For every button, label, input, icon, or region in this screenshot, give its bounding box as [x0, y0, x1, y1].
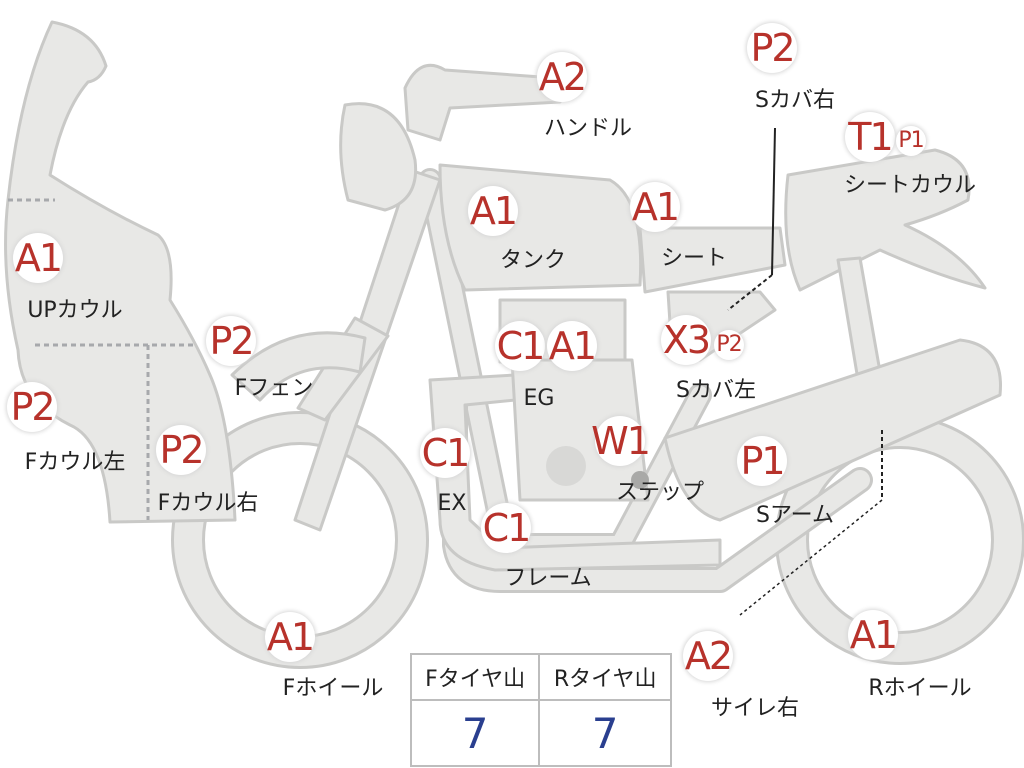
handlebar [403, 64, 562, 142]
part-label: EG [523, 386, 555, 411]
leader-line [727, 274, 773, 311]
front-tire-value: 7 [409, 699, 541, 767]
part-label: サイレ右 [710, 696, 800, 721]
part-label: Fカウル右 [157, 491, 259, 516]
part-label: Sアーム [756, 503, 834, 528]
leader-line [771, 127, 776, 276]
part-code-badge: P1 [737, 436, 787, 486]
part-label: フレーム [504, 566, 592, 591]
part-code-badge: A1 [630, 182, 680, 232]
part-label: Fホイール [282, 676, 384, 701]
part-label: EX [437, 491, 467, 516]
part-code-badge: A2 [537, 52, 587, 102]
part-label: UPカウル [27, 298, 123, 323]
part-code-badge: A1 [848, 610, 898, 660]
part-code-badge: P2 [206, 316, 256, 366]
part-label: Sカバ右 [755, 88, 835, 113]
part-code-badge: C1 [481, 503, 531, 553]
leader-line [739, 499, 883, 616]
part-code-badge: A1 [547, 321, 597, 371]
tire-tread-table: Fタイヤ山 Rタイヤ山 7 7 [409, 653, 672, 767]
part-code-badge: A2 [683, 631, 733, 681]
part-code-badge: P2 [714, 330, 744, 360]
part-code-badge: X3 [661, 315, 711, 365]
part-code-badge: T1 [845, 112, 895, 162]
part-label: シート [660, 246, 728, 271]
part-label: Sカバ左 [676, 378, 756, 403]
part-code-badge: W1 [591, 416, 651, 466]
part-label: シートカウル [843, 173, 977, 198]
part-label: Rホイール [868, 676, 972, 701]
front-tire-header: Fタイヤ山 [409, 653, 541, 701]
part-label: タンク [499, 248, 567, 273]
part-label: Fフェン [234, 376, 314, 401]
part-code-badge: A1 [13, 233, 63, 283]
upper-cowl [4, 20, 237, 524]
part-code-badge: A1 [265, 612, 315, 662]
rear-tire-header: Rタイヤ山 [538, 653, 672, 701]
part-code-badge: A1 [468, 186, 518, 236]
part-code-badge: C1 [420, 428, 470, 478]
part-code-badge: P2 [7, 382, 57, 432]
seat [638, 226, 787, 294]
part-code-badge: P1 [896, 126, 926, 156]
part-label: ハンドル [543, 116, 633, 141]
part-label: Fカウル左 [24, 450, 126, 475]
part-code-badge: P2 [747, 23, 797, 73]
part-code-badge: C1 [495, 321, 545, 371]
front-fender [230, 331, 367, 402]
part-code-badge: P2 [156, 425, 206, 475]
seat-cowl [784, 148, 987, 292]
headlight [339, 102, 418, 212]
rear-tire-value: 7 [538, 699, 672, 767]
part-label: ステップ [615, 480, 705, 505]
